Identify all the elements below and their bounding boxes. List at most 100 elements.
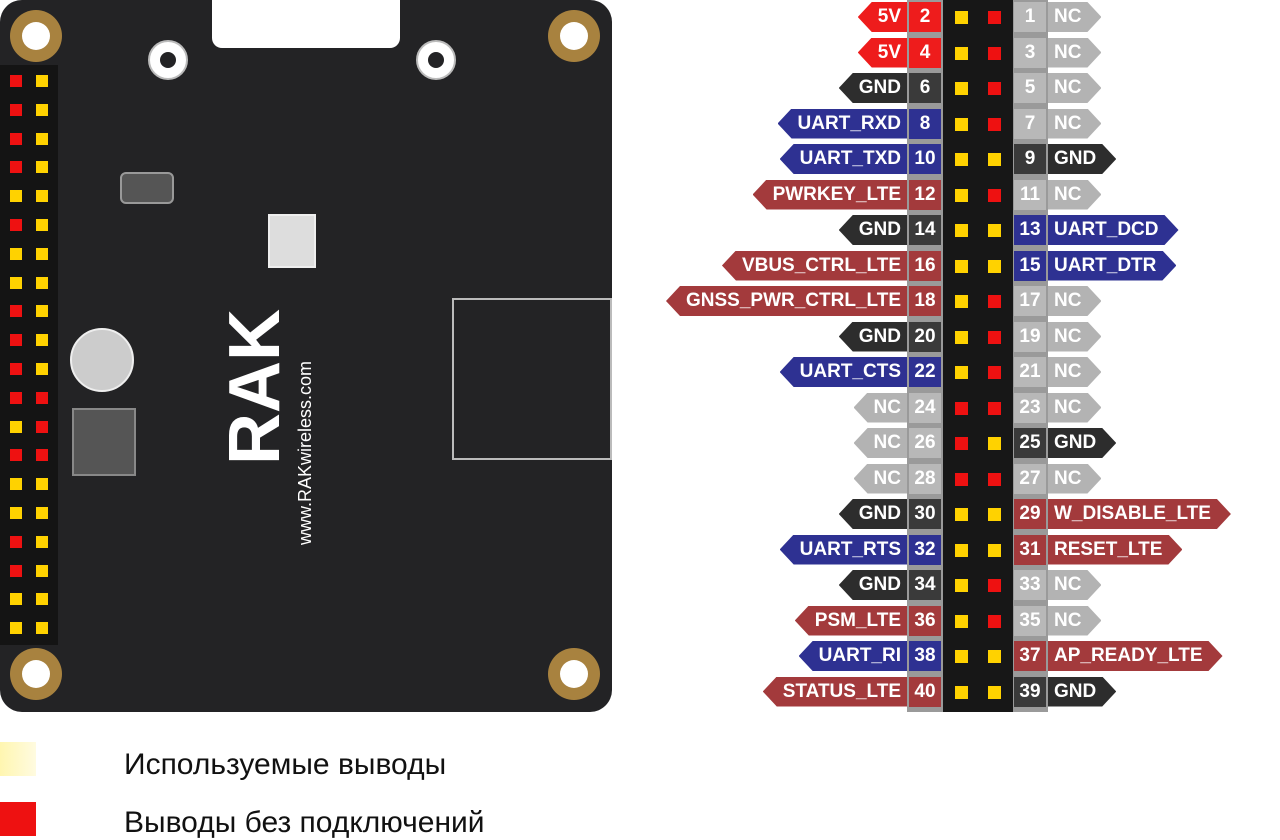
- pin-number: 22: [909, 357, 941, 387]
- pin-label: PSM_LTE: [794, 605, 907, 636]
- pin-number: 8: [909, 108, 941, 139]
- pin-number: 12: [909, 179, 941, 210]
- pin-number: 31: [1014, 534, 1046, 565]
- pin-number: 7: [1014, 108, 1046, 139]
- pin-unused-marker: [955, 437, 968, 450]
- pin-number: 5: [1014, 73, 1046, 103]
- pin-number: 6: [909, 73, 941, 103]
- board-pin: [36, 305, 48, 318]
- pin-label: UART_DTR: [1048, 251, 1176, 281]
- pin-label: UART_TXD: [779, 144, 907, 174]
- pin-label: NC: [1048, 357, 1101, 387]
- board-pin: [10, 449, 22, 462]
- pin-number: 27: [1014, 463, 1046, 494]
- pin-label: NC: [853, 392, 907, 423]
- inductor: [72, 408, 136, 476]
- board-pin: [10, 190, 22, 203]
- pin-unused-marker: [988, 82, 1001, 95]
- pin-number: 18: [909, 286, 941, 316]
- pin-label: NC: [1048, 286, 1101, 316]
- board-pin: [36, 564, 48, 577]
- pin-number: 40: [909, 676, 941, 707]
- board-pin: [36, 449, 48, 462]
- pin-number: 25: [1014, 428, 1046, 458]
- pin-label: GND: [838, 73, 907, 103]
- pin-used-marker: [988, 224, 1001, 237]
- pin-used-marker: [955, 82, 968, 95]
- board-pin: [36, 161, 48, 174]
- pin-label: NC: [1048, 606, 1101, 636]
- board-pin: [36, 103, 48, 116]
- board-notch: [212, 0, 400, 48]
- pin-number: 37: [1014, 641, 1046, 671]
- pin-number: 23: [1014, 392, 1046, 423]
- pin-used-marker: [955, 188, 968, 202]
- sim-slot: [452, 298, 612, 460]
- pin-number: 29: [1014, 499, 1046, 529]
- pin-number: 26: [909, 428, 941, 458]
- pin-label: NC: [853, 428, 907, 458]
- board-pin: [10, 507, 22, 519]
- board-pin: [10, 535, 22, 548]
- mount-hole-icon: [548, 10, 600, 62]
- pin-used-marker: [955, 543, 968, 557]
- board-pin: [36, 219, 48, 231]
- pin-number: 38: [909, 641, 941, 671]
- pin-unused-marker: [988, 472, 1001, 486]
- mount-hole-icon: [548, 648, 600, 700]
- hole-icon: [416, 40, 456, 80]
- pin-number: 30: [909, 499, 941, 529]
- pin-number: 4: [909, 37, 941, 68]
- pin-label: NC: [853, 463, 907, 494]
- pin-number: 33: [1014, 570, 1046, 600]
- pin-unused-marker: [988, 46, 1001, 60]
- board-header-strip: [0, 65, 58, 645]
- pin-number: 35: [1014, 605, 1046, 636]
- pin-used-marker: [955, 366, 968, 379]
- pin-label: 5V: [857, 37, 907, 68]
- pin-used-marker: [955, 259, 968, 273]
- pin-number: 32: [909, 534, 941, 565]
- pin-label: UART_RXD: [777, 108, 907, 139]
- mount-hole-icon: [10, 10, 62, 62]
- pin-used-marker: [955, 153, 968, 166]
- board-pin: [36, 247, 48, 260]
- capacitor: [70, 328, 134, 392]
- board-pin: [36, 478, 48, 491]
- pin-unused-marker: [988, 117, 1001, 131]
- pin-unused-marker: [988, 614, 1001, 628]
- legend-used-label: Используемые выводы: [124, 748, 447, 781]
- board-pin: [10, 622, 22, 635]
- pin-used-marker: [988, 259, 1001, 273]
- pin-header: [943, 0, 1013, 712]
- board-pin: [36, 535, 48, 548]
- board-pin: [10, 219, 22, 231]
- pin-label: W_DISABLE_LTE: [1048, 499, 1231, 529]
- pin-unused-marker: [955, 472, 968, 486]
- pin-used-marker: [955, 508, 968, 521]
- pin-unused-marker: [988, 330, 1001, 344]
- pin-number: 20: [909, 321, 941, 352]
- pin-number: 11: [1014, 179, 1046, 210]
- pin-label: GND: [838, 499, 907, 529]
- pin-number: 28: [909, 463, 941, 494]
- pin-label: NC: [1048, 2, 1101, 32]
- pin-number: 14: [909, 215, 941, 245]
- pin-used-marker: [955, 117, 968, 131]
- pin-number: 10: [909, 144, 941, 174]
- pin-unused-marker: [988, 11, 1001, 24]
- rak-board-image: RAK www.RAKwireless.com: [0, 0, 612, 712]
- pin-number: 16: [909, 250, 941, 281]
- pin-used-marker: [988, 508, 1001, 521]
- pin-number: 19: [1014, 321, 1046, 352]
- pin-label: GND: [838, 321, 907, 352]
- pin-label: GND: [838, 215, 907, 245]
- board-pin: [10, 247, 22, 260]
- component: [268, 214, 316, 268]
- pin-used-marker: [955, 650, 968, 663]
- board-pin: [36, 334, 48, 347]
- board-pin: [36, 190, 48, 203]
- board-pin: [36, 276, 48, 289]
- pin-used-marker: [988, 437, 1001, 450]
- board-pin: [10, 103, 22, 116]
